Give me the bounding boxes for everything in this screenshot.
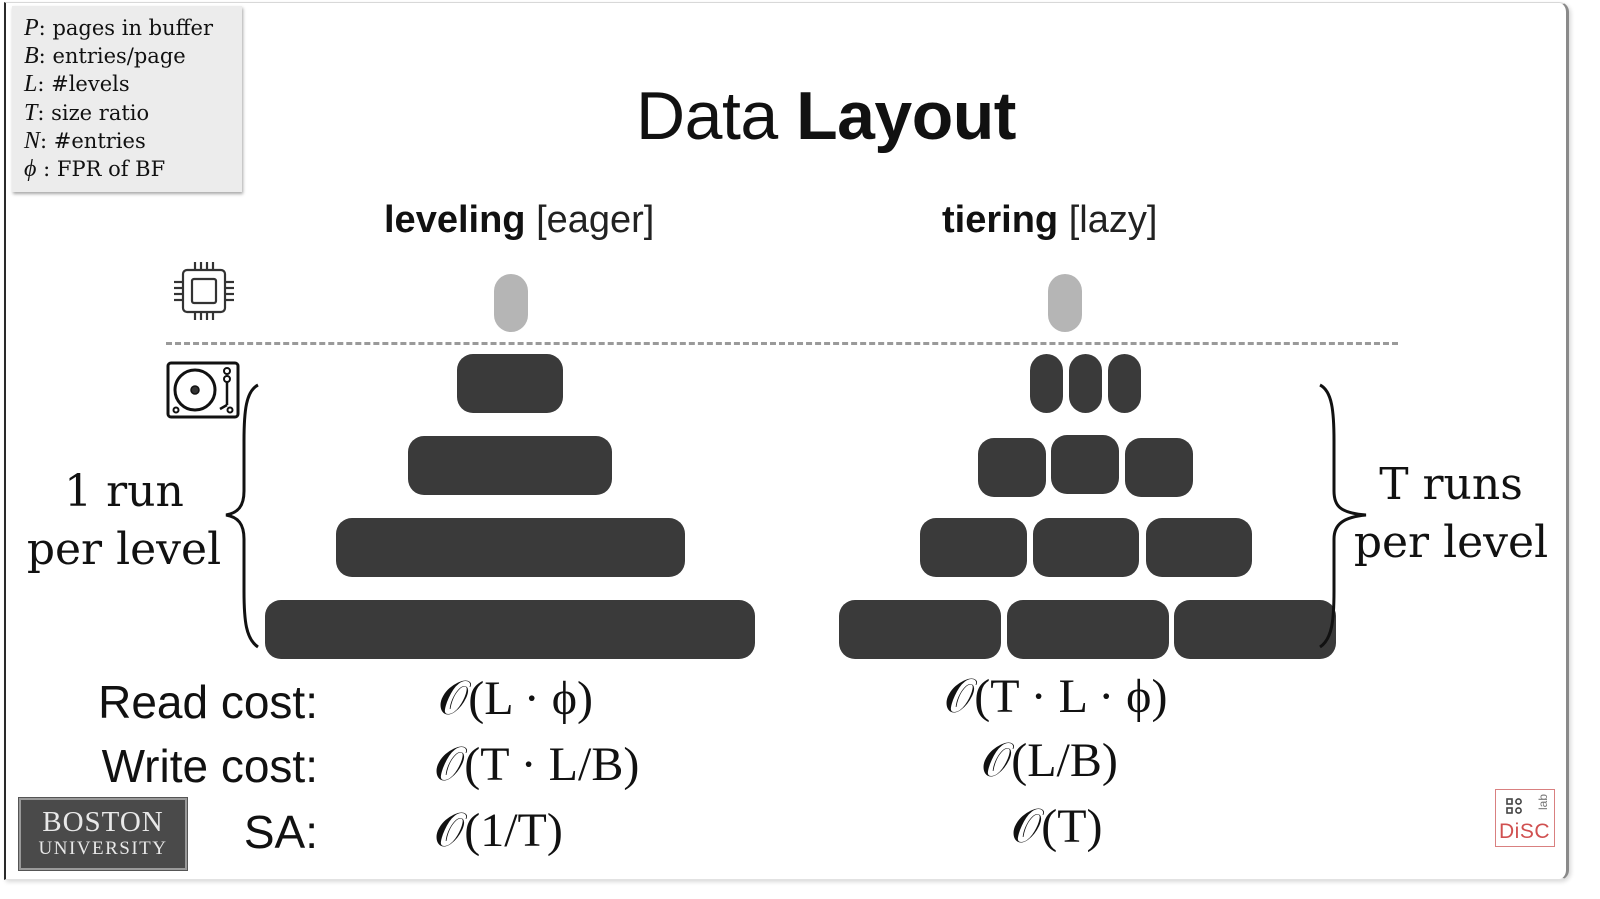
disc-text: DiSC: [1499, 820, 1551, 843]
leveling-buffer: [494, 274, 528, 332]
leveling-side-label: 1 run per level: [6, 463, 242, 579]
tiering-buffer: [1048, 274, 1082, 332]
slide-frame: P: pages in buffer B: entries/page L: #l…: [4, 2, 1569, 880]
legend-sep: :: [38, 16, 46, 40]
tiering-side-label: T runs per level: [1336, 456, 1566, 572]
legend-text: size ratio: [51, 100, 150, 125]
turntable-disk-icon: [166, 361, 240, 419]
side-label-line1: 1 run: [64, 466, 184, 517]
tiering-sa: 𝒪(T): [1011, 800, 1103, 853]
tiering-run-l4-a: [839, 600, 1001, 659]
tiering-write-cost: 𝒪(L/B): [981, 734, 1118, 787]
legend-text: entries/page: [52, 44, 186, 69]
tiering-run-l2-b: [1051, 435, 1119, 494]
slide-title: Data Layout: [6, 77, 1600, 155]
write-cost-label: Write cost:: [101, 740, 318, 792]
legend-text: #entries: [53, 128, 146, 153]
tiering-run-l2-c: [1125, 438, 1193, 497]
leveling-run-level2: [408, 436, 612, 495]
grid-icon: [1506, 798, 1522, 814]
left-brace-icon: [225, 383, 259, 649]
legend-symbol: P: [24, 15, 39, 41]
legend-row-p: P: pages in buffer: [24, 14, 242, 42]
tiering-header: tiering [lazy]: [942, 199, 1157, 242]
legend-row-n: N: #entries: [24, 127, 242, 155]
legend-sep: :: [40, 128, 48, 153]
side-label-line2: per level: [1353, 517, 1549, 568]
legend-sep: :: [36, 156, 51, 181]
legend-symbol: N: [24, 127, 41, 154]
tiering-name: tiering: [942, 199, 1059, 241]
leveling-sa: 𝒪(1/T): [434, 804, 563, 857]
legend-text: #levels: [51, 72, 130, 97]
tiering-read-cost: 𝒪(T · L · ϕ): [944, 670, 1168, 723]
legend-sep: :: [37, 100, 45, 125]
title-bold: Layout: [796, 78, 1016, 154]
legend-symbol: L: [24, 71, 38, 98]
tiering-run-l1-c: [1108, 354, 1141, 413]
title-regular: Data: [636, 78, 778, 154]
tiering-run-l1-a: [1030, 354, 1063, 413]
tiering-note: [lazy]: [1068, 199, 1158, 241]
tiering-run-l4-c: [1174, 600, 1336, 659]
legend-row-b: B: entries/page: [24, 42, 242, 70]
tiering-run-l3-c: [1146, 518, 1252, 577]
legend-row-l: L: #levels: [24, 70, 242, 98]
tiering-run-l1-b: [1069, 354, 1102, 413]
memory-disk-boundary: [166, 342, 1398, 345]
tiering-run-l2-a: [978, 438, 1046, 497]
leveling-note: [eager]: [536, 199, 655, 241]
legend-symbol: T: [24, 99, 38, 126]
side-label-line2: per level: [26, 524, 222, 575]
legend-row-phi: ϕ : FPR of BF: [24, 155, 242, 183]
sa-label: SA:: [243, 806, 318, 858]
disc-lab-text: lab: [1536, 794, 1550, 811]
leveling-run-level3: [336, 518, 685, 577]
legend-row-t: T: size ratio: [24, 99, 242, 127]
tiering-run-l3-a: [920, 518, 1027, 577]
tiering-run-l3-b: [1033, 518, 1139, 577]
notation-legend: P: pages in buffer B: entries/page L: #l…: [12, 6, 242, 192]
right-brace-icon: [1319, 383, 1367, 649]
legend-sep: :: [38, 44, 46, 69]
read-cost-label: Read cost:: [98, 676, 318, 728]
cpu-chip-icon: [174, 262, 234, 320]
leveling-run-level4: [265, 600, 755, 659]
legend-symbol: B: [24, 43, 39, 70]
legend-text: FPR of BF: [56, 156, 166, 181]
leveling-run-level1: [457, 354, 563, 413]
tiering-run-l4-b: [1007, 600, 1169, 659]
leveling-write-cost: 𝒪(T · L/B): [434, 738, 640, 791]
legend-sep: :: [37, 72, 45, 97]
leveling-name: leveling: [384, 199, 526, 241]
bu-logo-line2: UNIVERSITY: [38, 838, 168, 859]
leveling-read-cost: 𝒪(L · ϕ): [438, 672, 593, 725]
disc-lab-logo: lab DiSC: [1495, 789, 1555, 847]
legend-symbol: ϕ: [24, 155, 37, 182]
side-label-line1: T runs: [1379, 459, 1523, 510]
legend-text: pages in buffer: [52, 16, 213, 40]
bu-logo-line1: BOSTON: [42, 806, 164, 838]
boston-university-logo: BOSTON UNIVERSITY: [18, 797, 188, 871]
leveling-header: leveling [eager]: [384, 199, 654, 242]
